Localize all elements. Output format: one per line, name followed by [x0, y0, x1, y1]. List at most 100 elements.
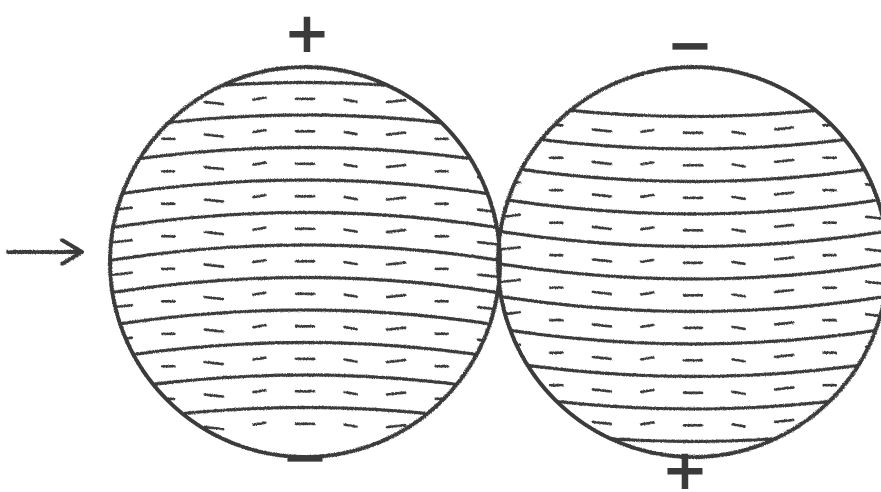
- right-sphere-tick-mark: [775, 387, 793, 389]
- left-sphere-tick-mark: [478, 242, 496, 244]
- right-sphere-tick-mark: [502, 182, 520, 184]
- right-sphere-tick-mark: [502, 410, 520, 412]
- left-sphere-tick-mark: [478, 340, 496, 342]
- right-sphere-tick-mark: [775, 355, 793, 357]
- left-sphere-tick-mark: [205, 200, 223, 202]
- left-sphere-field-line: [100, 213, 510, 230]
- right-sphere-tick-mark: [593, 357, 611, 359]
- left-sphere-tick-mark: [253, 228, 265, 230]
- left-sphere-tick-mark: [387, 230, 405, 232]
- right-sphere-tick-mark: [775, 192, 793, 194]
- left-sphere-field-line: [100, 343, 510, 360]
- left-sphere-tick-mark: [345, 425, 357, 427]
- right-sphere-tick-mark: [733, 457, 745, 459]
- left-sphere-tick-mark: [114, 240, 132, 242]
- left-sphere-tick-mark: [345, 262, 357, 264]
- right-sphere-field-line: [488, 230, 881, 247]
- right-sphere-tick-mark: [641, 422, 653, 424]
- right-sphere-tick-mark: [593, 227, 611, 229]
- right-sphere-tick-mark: [641, 390, 653, 392]
- left-sphere-field-line: [100, 375, 510, 392]
- left-sphere-tick-mark: [345, 132, 357, 134]
- right-sphere-tick-mark: [733, 262, 745, 264]
- left-sphere-tick-mark: [114, 403, 132, 405]
- left-sphere-tick-mark: [205, 232, 223, 234]
- right-sphere-tick-mark: [593, 422, 611, 424]
- left-sphere-tick-mark: [253, 195, 265, 197]
- right-sphere-tick-mark: [593, 194, 611, 196]
- left-sphere-tick-mark: [387, 263, 405, 265]
- left-sphere-tick-mark: [205, 265, 223, 267]
- right-sphere-tick-mark: [733, 164, 745, 166]
- right-sphere-tick-mark: [593, 454, 611, 456]
- right-sphere-tick-mark: [733, 424, 745, 426]
- left-sphere-tick-mark: [253, 325, 265, 327]
- left-sphere-tick-mark: [205, 297, 223, 299]
- left-sphere-tick-mark: [205, 167, 223, 169]
- right-sphere-tick-mark: [502, 377, 520, 379]
- right-sphere-tick-mark: [866, 152, 881, 154]
- right-sphere-tick-mark: [775, 290, 793, 292]
- right-sphere-tick-mark: [641, 455, 653, 457]
- right-sphere-tick-mark: [775, 257, 793, 259]
- left-sphere-tick-mark: [345, 100, 357, 102]
- right-sphere-tick-mark: [866, 379, 881, 381]
- left-sphere-tick-mark: [387, 328, 405, 330]
- left-sphere-tick-mark: [345, 197, 357, 199]
- left-sphere-tick-mark: [114, 370, 132, 372]
- right-sphere-tick-mark: [866, 282, 881, 284]
- left-sphere-tick-mark: [253, 423, 265, 425]
- right-sphere-tick-mark: [593, 129, 611, 131]
- left-sphere-tick-mark: [205, 395, 223, 397]
- left-sphere-tick-mark: [345, 230, 357, 232]
- left-sphere: [100, 67, 510, 457]
- left-sphere-tick-mark: [114, 110, 132, 112]
- right-bottom-sign: +: [662, 438, 709, 492]
- right-sphere-tick-mark: [733, 327, 745, 329]
- left-sphere-tick-mark: [345, 165, 357, 167]
- arrow-right-icon: [8, 240, 82, 264]
- left-sphere-field-line: [100, 310, 510, 327]
- left-top-sign: +: [284, 1, 331, 66]
- right-sphere-tick-mark: [502, 117, 520, 119]
- left-sphere-tick-mark: [478, 405, 496, 407]
- right-sphere-tick-mark: [593, 259, 611, 261]
- left-sphere-tick-mark: [345, 327, 357, 329]
- left-sphere-field-lines: [100, 83, 510, 425]
- right-sphere-tick-mark: [775, 160, 793, 162]
- left-sphere-tick-mark: [345, 360, 357, 362]
- right-sphere-tick-mark: [593, 292, 611, 294]
- right-sphere-tick-mark: [866, 249, 881, 251]
- right-sphere-tick-mark: [733, 229, 745, 231]
- left-sphere-tick-mark: [205, 330, 223, 332]
- left-sphere-field-line: [100, 245, 510, 262]
- right-sphere-field-line: [488, 360, 881, 377]
- right-sphere-tick-mark: [866, 217, 881, 219]
- right-sphere-field-line: [488, 262, 881, 279]
- left-sphere-tick-mark: [387, 165, 405, 167]
- right-sphere-tick-mark: [733, 392, 745, 394]
- left-sphere-tick-mark: [114, 338, 132, 340]
- right-sphere-tick-mark: [593, 389, 611, 391]
- left-sphere-tick-mark: [205, 362, 223, 364]
- right-sphere-tick-mark: [502, 280, 520, 282]
- right-sphere-field-line: [488, 165, 881, 182]
- right-sphere-tick-mark: [593, 162, 611, 164]
- left-sphere-tick-mark: [478, 145, 496, 147]
- left-sphere-field-line: [100, 278, 510, 295]
- right-sphere-tick-mark: [775, 127, 793, 129]
- right-sphere-tick-mark: [733, 359, 745, 361]
- left-sphere-tick-mark: [387, 295, 405, 297]
- right-sphere-tick-mark: [641, 227, 653, 229]
- left-sphere-tick-mark: [387, 393, 405, 395]
- left-sphere-tick-mark: [253, 98, 265, 100]
- left-sphere-tick-mark: [114, 435, 132, 437]
- right-top-sign: −: [667, 13, 714, 78]
- right-sphere-tick-mark: [775, 420, 793, 422]
- left-sphere-tick-mark: [253, 390, 265, 392]
- right-sphere-tick-mark: [775, 322, 793, 324]
- right-sphere-tick-mark: [733, 132, 745, 134]
- left-sphere-tick-mark: [478, 112, 496, 114]
- left-sphere-tick-mark: [345, 392, 357, 394]
